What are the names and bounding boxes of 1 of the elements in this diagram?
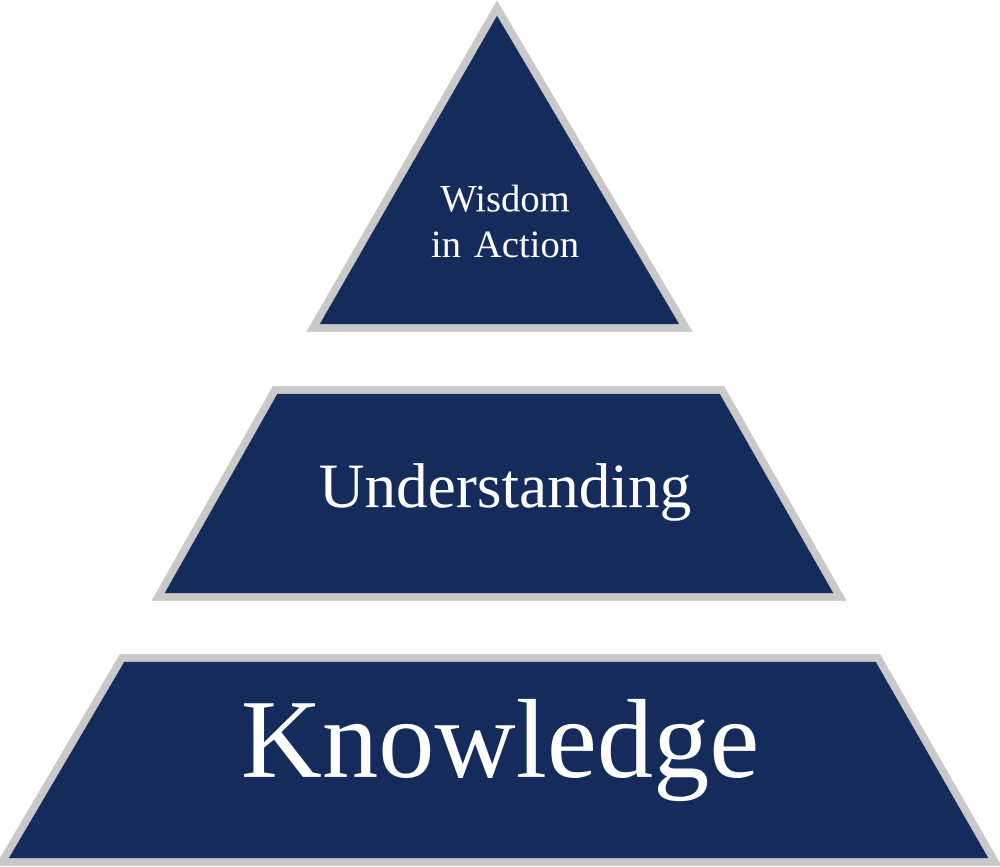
pyramid-tier: Knowledge [0,654,1000,866]
